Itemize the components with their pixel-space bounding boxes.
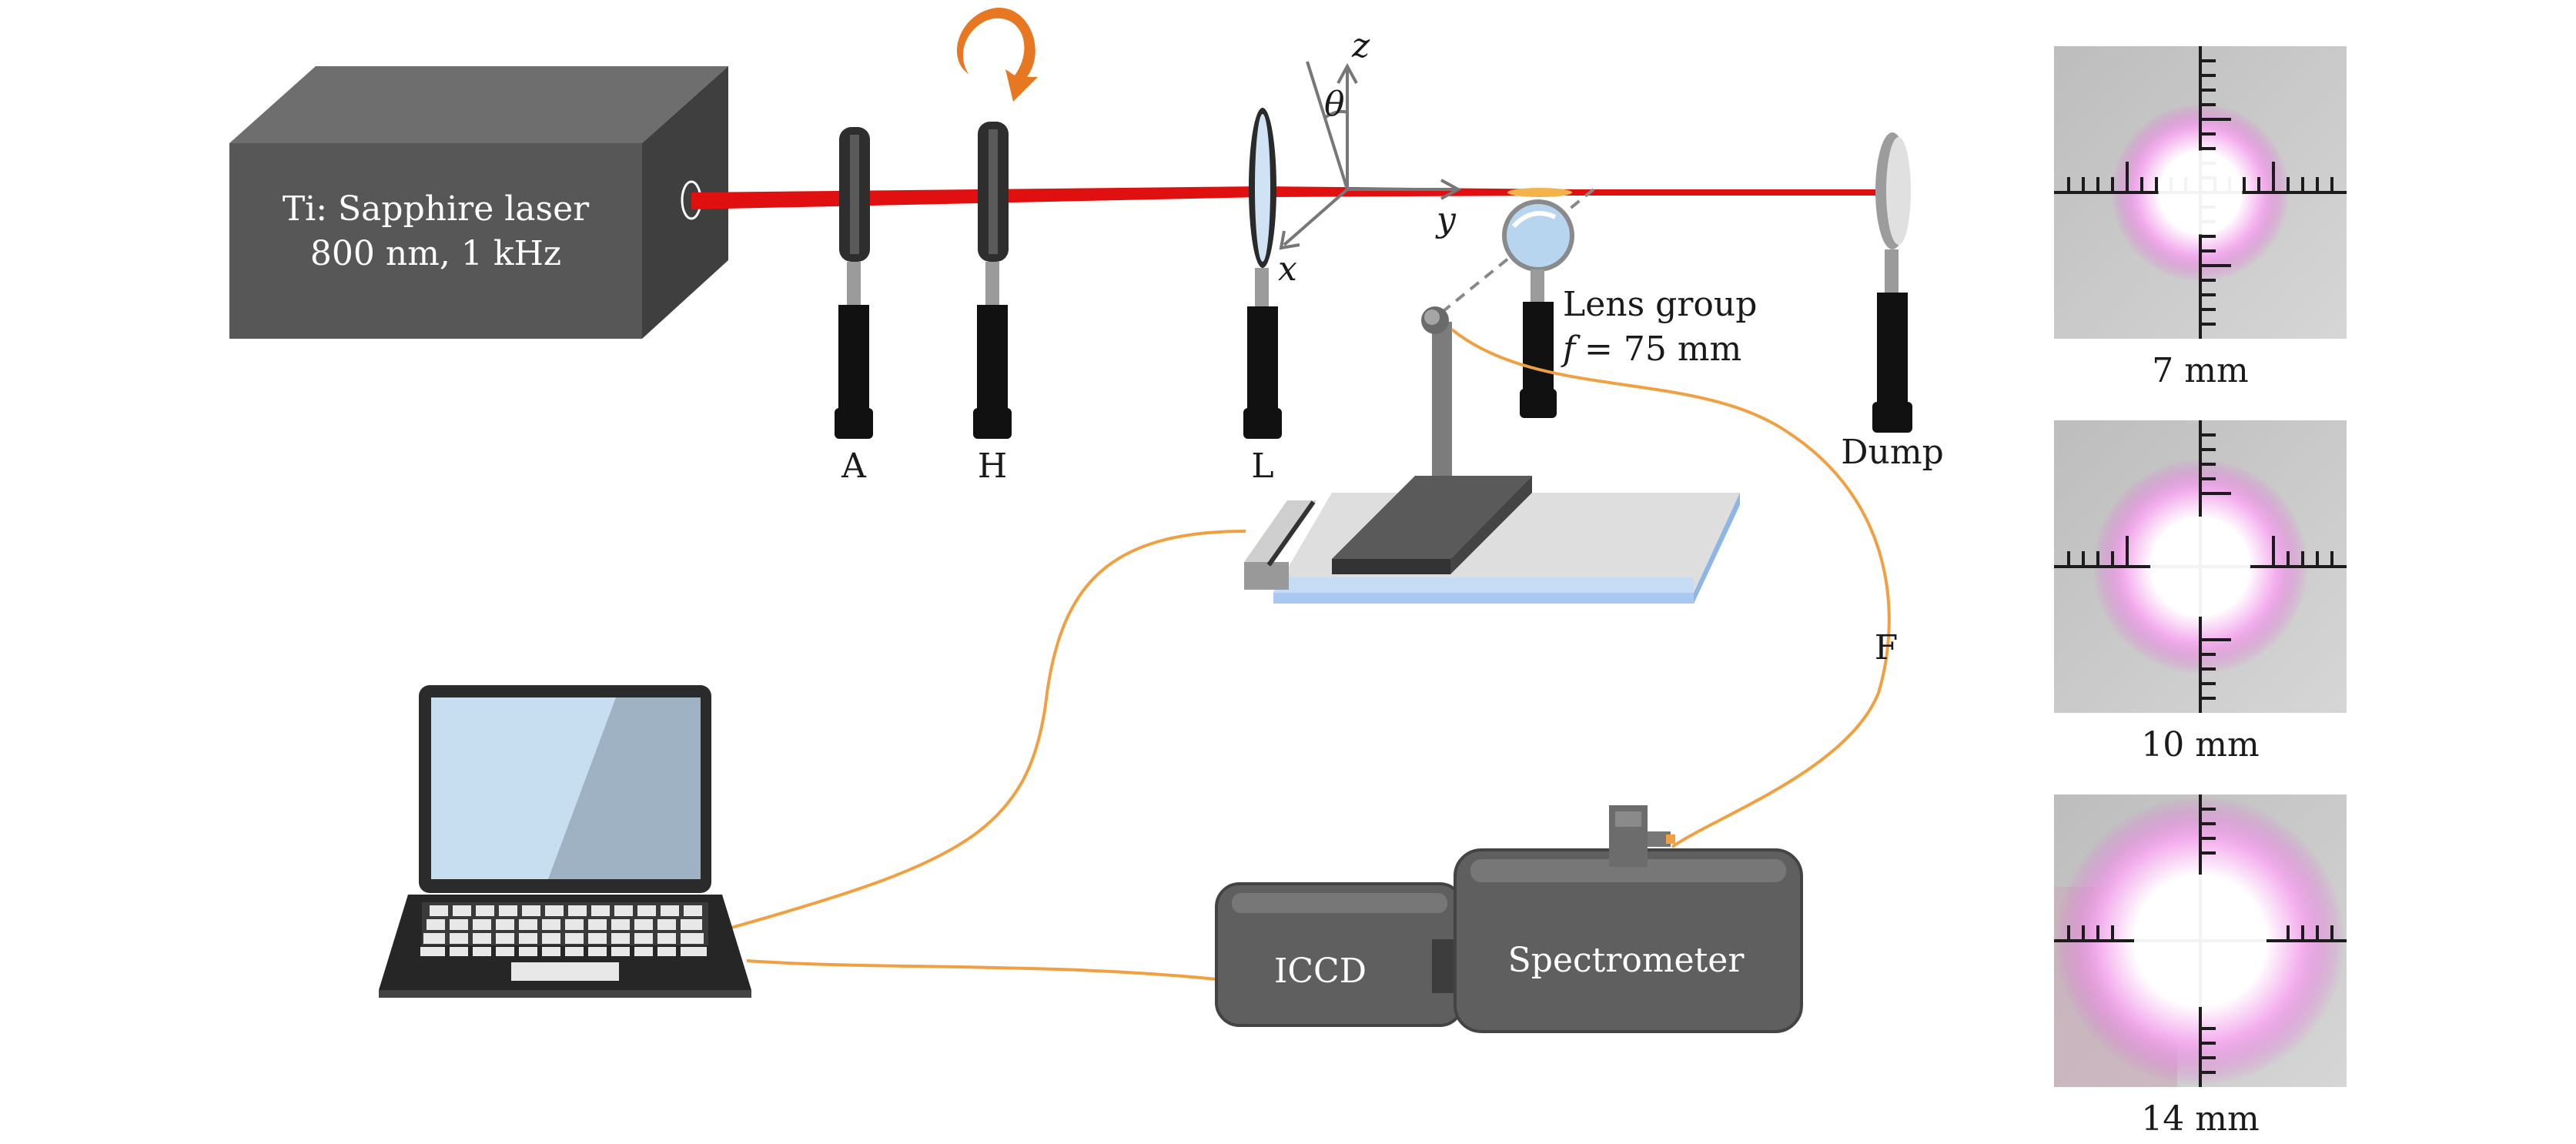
half-wave-plate-H: H xyxy=(956,7,1038,486)
beam-spot-images: 7 mm 10 mm 14 mm xyxy=(2054,46,2347,1139)
fiber-cables xyxy=(731,328,1891,981)
lens-group-focal-length: = 75 mm xyxy=(1584,329,1741,369)
lens-group-label: Lens group xyxy=(1563,285,1757,324)
label-A: A xyxy=(841,447,867,486)
label-F: F xyxy=(1875,628,1899,667)
iccd-camera: ICCD xyxy=(1215,882,1470,1027)
laser-label-line1: Ti: Sapphire laser xyxy=(283,189,590,229)
lens-group: Lens group f = 75 mm xyxy=(1438,188,1757,418)
filament xyxy=(1507,188,1572,197)
cable-fiber-to-spectrometer xyxy=(1450,328,1891,848)
cable-stage-to-laptop xyxy=(731,530,1246,929)
image-caption-3: 14 mm xyxy=(2141,1099,2259,1139)
axis-y-label: y xyxy=(1435,200,1457,239)
beam-spot-image-2: 10 mm xyxy=(2054,420,2347,764)
cable-iccd-to-laptop xyxy=(746,959,1217,981)
label-H: H xyxy=(978,447,1007,486)
image-caption-1: 7 mm xyxy=(2152,351,2248,390)
label-dump: Dump xyxy=(1841,433,1944,472)
laser-label-line2: 800 nm, 1 kHz xyxy=(310,234,561,273)
lens-group-f-symbol: f xyxy=(1561,329,1581,369)
beam-spot-image-3: 14 mm xyxy=(2054,794,2347,1139)
beam-spot-image-1: 7 mm xyxy=(2054,46,2347,390)
axis-z-label: z xyxy=(1351,26,1370,65)
laptop-touchpad xyxy=(511,962,619,981)
ti-sapphire-laser: Ti: Sapphire laser 800 nm, 1 kHz xyxy=(229,66,728,339)
laser-beam xyxy=(691,186,1902,209)
image-caption-2: 10 mm xyxy=(2141,725,2259,764)
rotation-arrow-icon xyxy=(956,7,1038,102)
beam-dump: Dump xyxy=(1841,132,1944,472)
spectrometer: Spectrometer xyxy=(1454,805,1803,1033)
label-L: L xyxy=(1251,447,1273,486)
spectrometer-label: Spectrometer xyxy=(1508,941,1745,980)
laptop xyxy=(379,685,751,998)
aperture-A: A xyxy=(835,127,873,486)
translation-stage xyxy=(1244,476,1740,604)
iccd-label: ICCD xyxy=(1274,952,1367,991)
lens-L: L xyxy=(1243,108,1282,486)
coordinate-axes: z y x θ xyxy=(1278,26,1462,289)
axis-x-label: x xyxy=(1278,249,1297,289)
laptop-keyboard xyxy=(420,905,707,956)
theta-label: θ xyxy=(1324,85,1345,124)
